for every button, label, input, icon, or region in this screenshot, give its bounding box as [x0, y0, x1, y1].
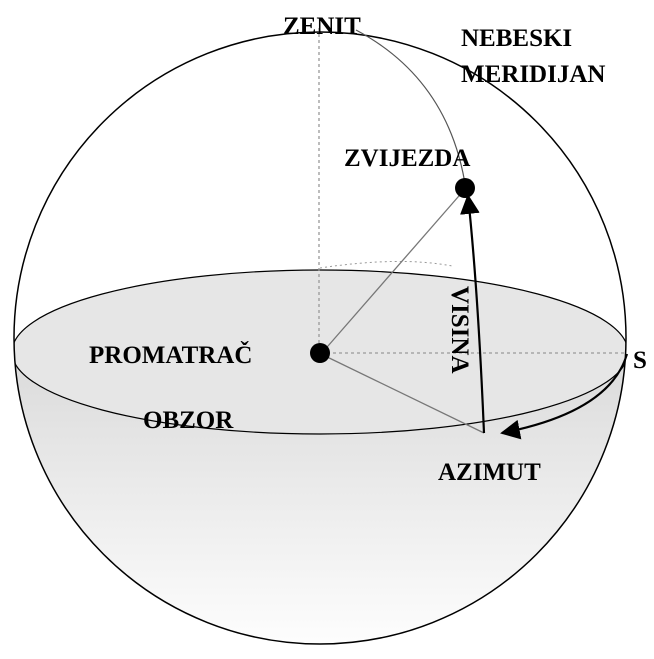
- meridian-label-line1: NEBESKI: [461, 25, 572, 52]
- azimuth-arc: [500, 353, 629, 440]
- azimuth-label: AZIMUT: [438, 459, 541, 486]
- lower-hemisphere-shading: [14, 350, 626, 644]
- observer-azimuth-line: [320, 353, 485, 434]
- hidden-arc: [319, 260, 453, 269]
- observer-point: [310, 343, 330, 363]
- star-point: [455, 178, 475, 198]
- zenith-label: ZENIT: [283, 13, 361, 40]
- altitude-label: VISINA: [446, 286, 473, 374]
- altitude-arc: [460, 194, 486, 434]
- horizon-label: OBZOR: [143, 407, 234, 434]
- celestial-meridian: [355, 29, 467, 191]
- celestial-sphere: [13, 31, 627, 645]
- south-label: S: [633, 347, 647, 374]
- observer-label: PROMATRAČ: [89, 340, 252, 369]
- meridian-label-line2: MERIDIJAN: [461, 61, 605, 88]
- observer-star-line: [320, 188, 466, 355]
- star-label: ZVIJEZDA: [344, 145, 470, 172]
